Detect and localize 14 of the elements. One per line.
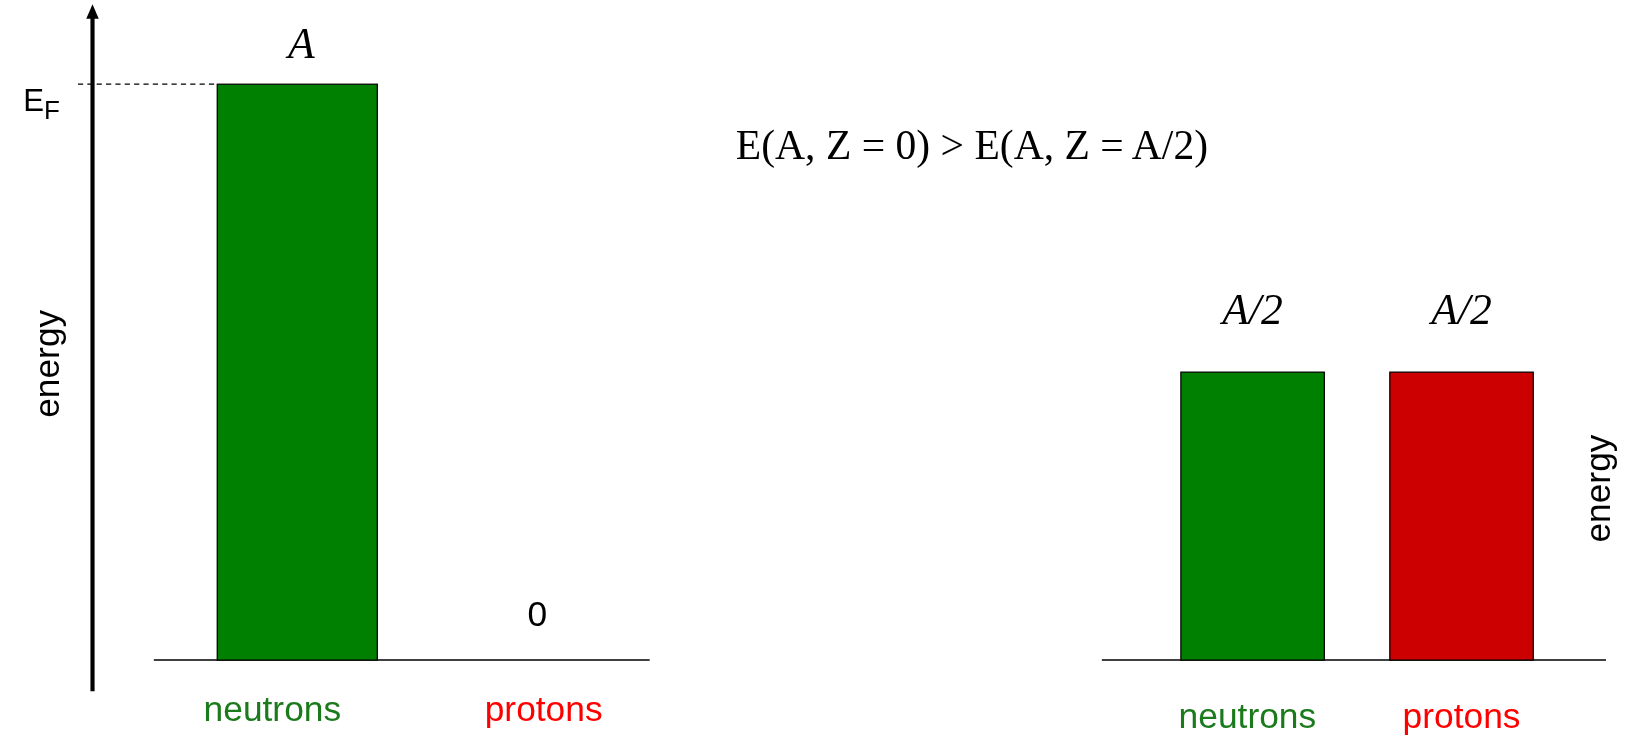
category-label: protons	[1402, 697, 1521, 733]
fermi-energy-label: E$_{F}$	[23, 85, 60, 123]
category-label: protons	[484, 691, 603, 727]
bar	[216, 83, 378, 661]
value-label: 0	[527, 595, 548, 631]
bar	[1389, 371, 1534, 661]
category-label: neutrons	[203, 691, 342, 727]
bar	[1180, 371, 1325, 661]
value-label: A/2	[1222, 287, 1283, 332]
axis-label: energy	[1580, 434, 1616, 543]
axis-label: energy	[29, 309, 65, 418]
category-label: neutrons	[1178, 697, 1317, 733]
equation: E(A, Z = 0) > E(A, Z = A/2)	[735, 124, 1209, 167]
value-label: A/2	[1431, 287, 1492, 332]
